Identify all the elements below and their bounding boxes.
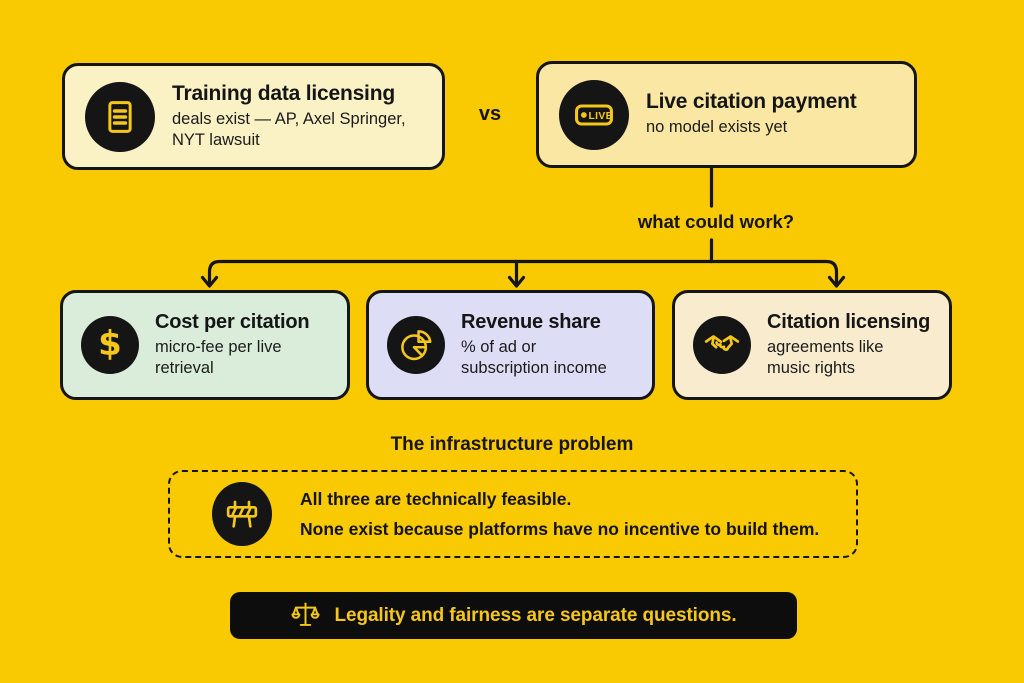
card-title: Citation licensing	[767, 310, 931, 333]
infrastructure-problem-box: All three are technically feasible. None…	[168, 470, 858, 558]
infrastructure-line-2: None exist because platforms have no inc…	[300, 519, 820, 539]
card-title: Live citation payment	[646, 90, 857, 114]
svg-text:LIVE: LIVE	[588, 111, 613, 122]
card-live-citation-payment: LIVE Live citation payment no model exis…	[536, 61, 917, 168]
pie-chart-icon	[387, 316, 445, 374]
barrier-icon	[212, 482, 272, 546]
scales-icon	[290, 600, 321, 631]
footer-label: Legality and fairness are separate quest…	[334, 604, 737, 626]
card-subtitle: micro-fee per live retrieval	[155, 337, 282, 377]
card-title: Revenue share	[461, 310, 601, 333]
card-text: Training data licensing deals exist — AP…	[172, 82, 406, 151]
handshake-icon	[693, 316, 751, 374]
live-badge-icon: LIVE	[559, 79, 629, 150]
question-label: what could work?	[637, 211, 795, 232]
infrastructure-text: All three are technically feasible. None…	[300, 484, 819, 544]
card-title: Cost per citation	[155, 310, 310, 333]
infrastructure-heading: The infrastructure problem	[390, 434, 634, 455]
card-subtitle: % of ad or subscription income	[461, 337, 607, 377]
card-text: Citation licensing agreements like music…	[767, 311, 930, 379]
dollar-icon: $	[81, 316, 139, 374]
card-title: Training data licensing	[172, 81, 395, 105]
card-text: Live citation payment no model exists ye…	[646, 90, 857, 138]
infrastructure-line-1: All three are technically feasible.	[300, 489, 572, 509]
card-subtitle: no model exists yet	[646, 118, 788, 137]
vs-label: vs	[478, 103, 502, 125]
card-training-data-licensing: Training data licensing deals exist — AP…	[62, 63, 445, 170]
card-subtitle: deals exist — AP, Axel Springer, NYT law…	[172, 109, 406, 149]
card-text: Cost per citation micro-fee per live ret…	[155, 311, 335, 379]
document-icon	[85, 81, 155, 152]
card-revenue-share: Revenue share % of ad or subscription in…	[366, 290, 655, 400]
footer-banner: Legality and fairness are separate quest…	[230, 592, 797, 639]
card-citation-licensing: Citation licensing agreements like music…	[672, 290, 952, 400]
dollar-glyph: $	[98, 324, 122, 364]
card-cost-per-citation: $ Cost per citation micro-fee per live r…	[60, 290, 350, 400]
card-text: Revenue share % of ad or subscription in…	[461, 311, 607, 379]
card-subtitle: agreements like music rights	[767, 337, 884, 377]
